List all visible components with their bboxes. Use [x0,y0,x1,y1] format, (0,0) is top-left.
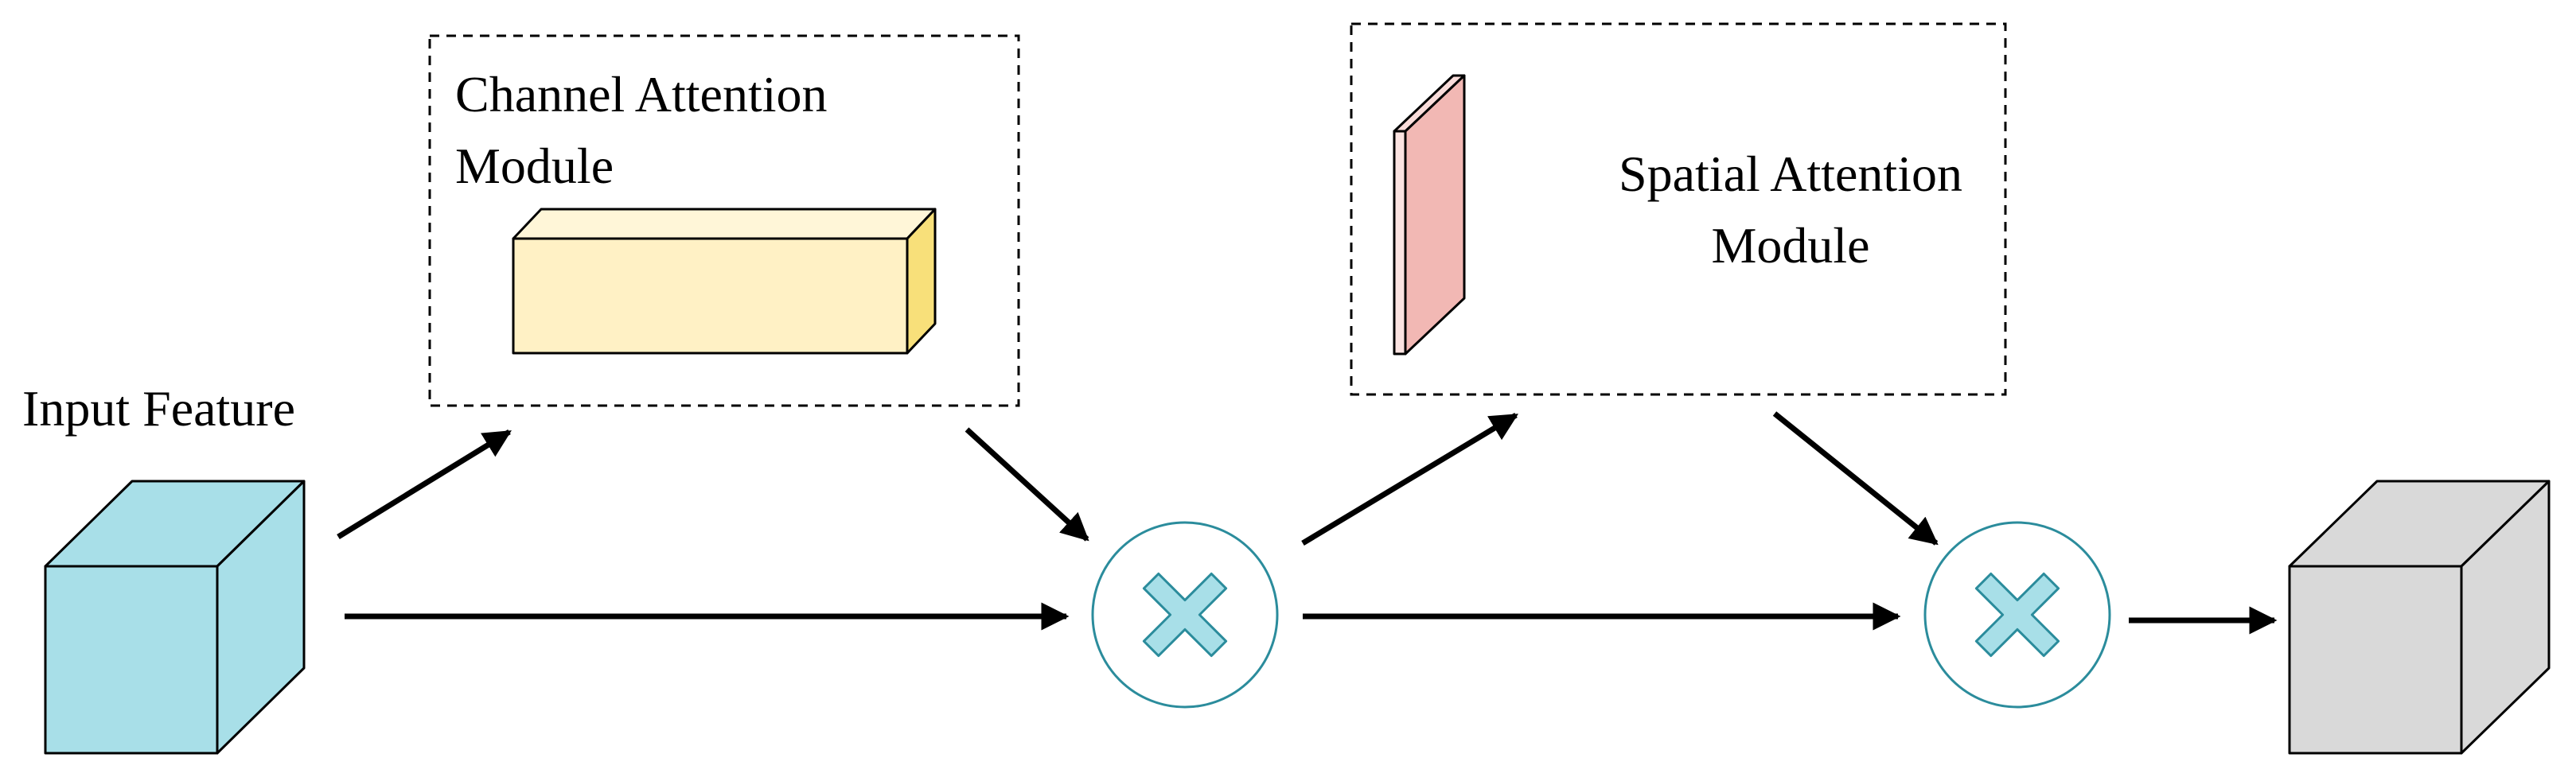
spatial-attention-title-line2: Module [1711,217,1869,274]
arrows [337,411,2278,635]
multiply-cross-1 [1142,572,1228,658]
channel-attention-title-line1: Channel Attention [455,66,828,122]
channel-block-front [512,237,909,355]
arrow-multiply-1-to-spatial [1301,412,1519,546]
multiply-icon [1091,521,1279,709]
spatial-plate-front [1393,130,1407,356]
output-feature-cube [2288,480,2551,755]
spatial-attention-title-line1: Spatial Attention [1619,146,1962,202]
channel-attention-title-line2: Module [455,138,614,194]
arrow-channel-to-multiply-1 [965,427,1089,542]
input-feature-cube [44,480,306,755]
spatial-attention-plate [1393,74,1466,356]
spatial-attention-box [1350,22,2007,396]
multiply-icon [1923,521,2111,709]
output-cube-front [2288,565,2463,755]
arrow-input-to-channel [337,429,512,539]
input-feature-label: Input Feature [22,380,295,437]
spatial-plate-side [1404,74,1466,356]
channel-block-top [512,208,937,240]
arrow-spatial-to-multiply-2 [1772,411,1939,546]
input-cube-front [44,565,219,755]
channel-attention-box [428,34,1020,407]
channel-attention-block [512,208,937,355]
multiply-cross-2 [1974,572,2060,658]
